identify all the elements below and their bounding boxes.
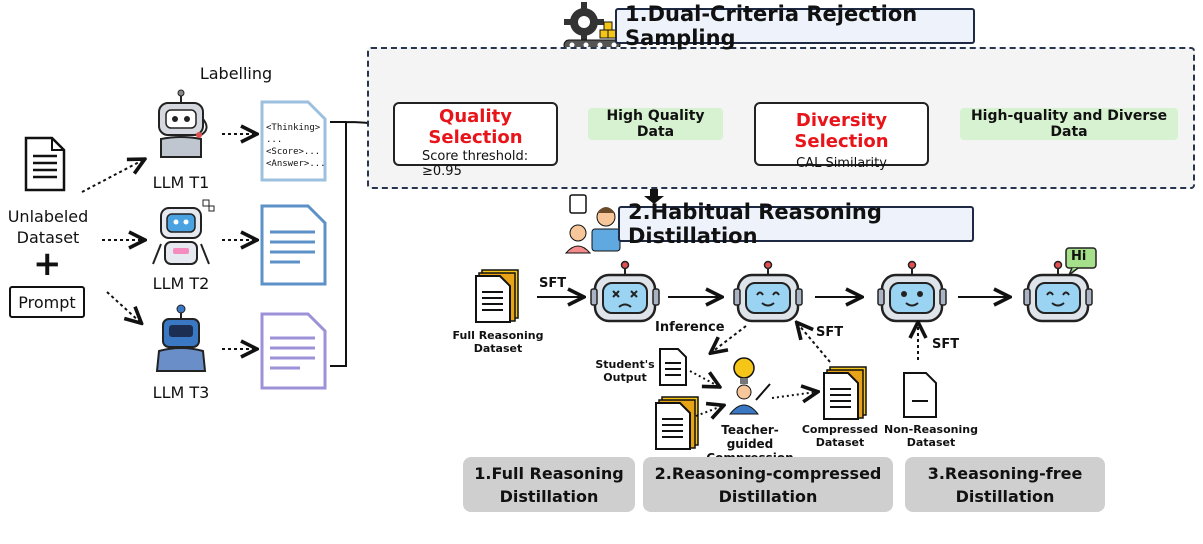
high-quality-diverse-data: High-quality and Diverse Data — [960, 108, 1178, 140]
plus-sign: + — [33, 244, 62, 284]
quality-threshold-label: Score threshold: — [422, 149, 529, 164]
left-arrows — [81, 134, 255, 349]
non-reasoning-dataset-icon — [903, 372, 937, 418]
stage2-arrows — [537, 297, 1008, 416]
student-robot-initial-icon — [589, 260, 661, 323]
llm-t3-label: LLM T3 — [152, 383, 210, 402]
student-robot-final-icon — [1022, 260, 1094, 323]
llm-t1-robot-icon — [158, 89, 208, 158]
sft-label-1: SFT — [539, 276, 567, 291]
student-output-label: Student's Output — [595, 358, 655, 384]
student-robot-stage2-icon — [876, 260, 948, 323]
diversity-selection-box: Diversity Selection CAL Similarity — [754, 102, 929, 171]
llm-t3-robot-icon — [155, 304, 207, 372]
stage-transition-arrow — [644, 183, 664, 204]
phase-full-reasoning: 1.Full Reasoning Distillation — [463, 457, 635, 512]
teacher-icon — [728, 357, 771, 415]
llm-t1-output-text: <Thinking> ... <Score>... <Answer>... — [266, 123, 326, 169]
unlabeled-dataset-label: Unlabeled Dataset — [7, 207, 89, 247]
llm-t3-output-doc-icon — [260, 312, 327, 390]
teacher-student-icon — [564, 194, 621, 254]
student-robot-stage1-icon — [732, 260, 804, 323]
sft-label-2: SFT — [816, 325, 844, 340]
llm-t1-label: LLM T1 — [152, 173, 210, 192]
llm-t2-output-doc-icon — [260, 204, 327, 286]
student-output-doc-icon — [659, 348, 687, 386]
inference-label: Inference — [655, 320, 725, 335]
stage1-title: 1.Dual-Criteria Rejection Sampling — [615, 2, 975, 50]
phase-reasoning-compressed: 2.Reasoning-compressed Distillation — [643, 457, 893, 512]
prompt-box: Prompt — [9, 286, 85, 318]
speech-bubble-icon — [1065, 247, 1097, 276]
full-reasoning-dataset-label: Full Reasoning Dataset — [452, 329, 544, 355]
llm-t2-label: LLM T2 — [152, 274, 210, 293]
quality-selection-title: Quality Selection — [428, 106, 523, 148]
llm-t1-output-doc-icon — [260, 100, 327, 182]
quality-selection-box: Quality Selection Score threshold: ≥0.95 — [393, 102, 558, 179]
compressed-dataset-label: Compressed Dataset — [801, 423, 879, 449]
teacher-input-dataset-icon — [655, 396, 699, 450]
labelling-label: Labelling — [199, 64, 273, 83]
llm-t2-robot-icon — [152, 199, 215, 265]
sft-label-3: SFT — [932, 337, 960, 352]
diversity-selection-title: Diversity Selection — [794, 110, 889, 152]
diversity-selection-sub: CAL Similarity — [796, 156, 887, 171]
non-reasoning-dataset-label: Non-Reasoning Dataset — [884, 423, 978, 449]
quality-threshold-value: ≥0.95 — [422, 164, 462, 179]
compressed-dataset-icon — [823, 366, 867, 420]
unlabeled-dataset-doc-icon — [24, 136, 66, 192]
stage2-title: 2.Habitual Reasoning Distillation — [618, 200, 974, 248]
high-quality-data: High Quality Data — [588, 108, 723, 140]
speech-bubble-text: Hi — [1071, 249, 1087, 264]
gear-conveyor-icon — [563, 2, 621, 51]
full-reasoning-dataset-icon — [475, 269, 519, 323]
phase-reasoning-free: 3.Reasoning-free Distillation — [905, 457, 1105, 512]
